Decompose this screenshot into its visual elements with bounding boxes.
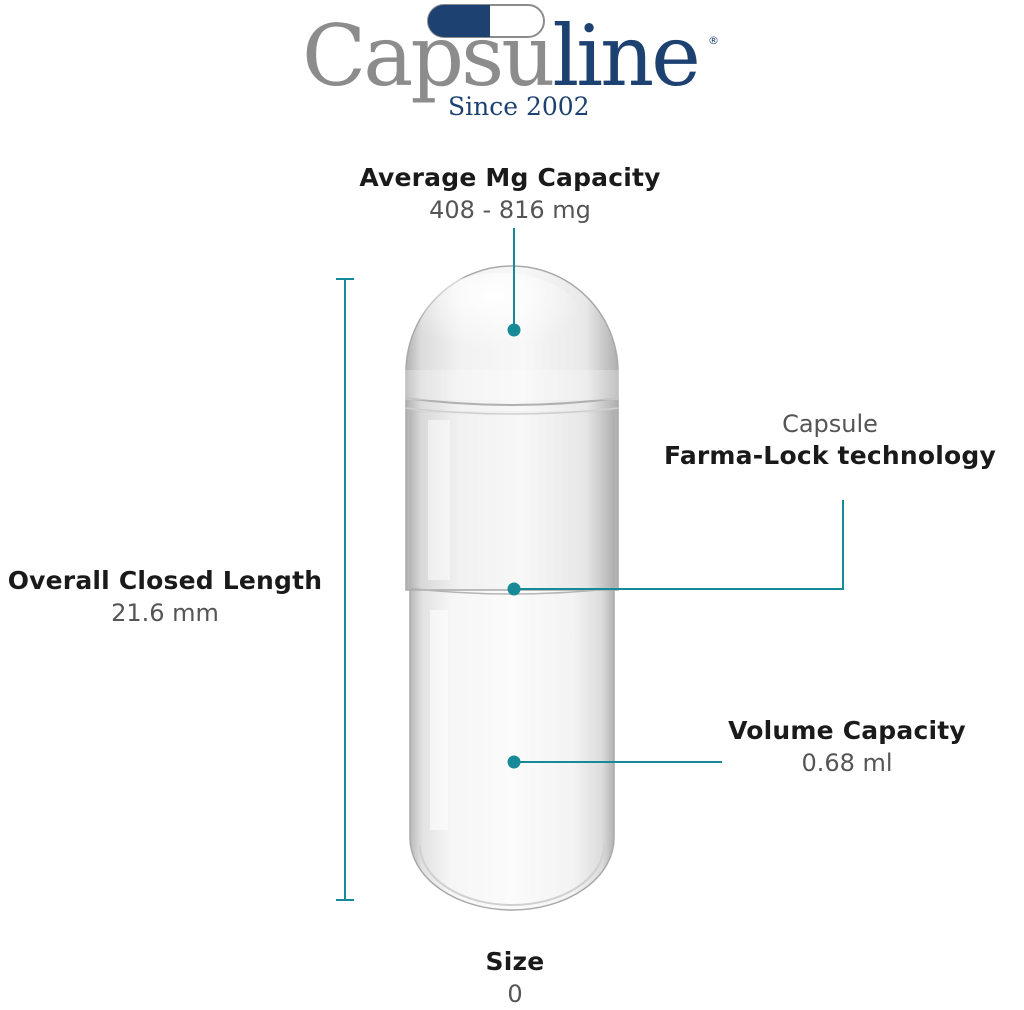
- farma-lock-label: Capsule Farma-Lock technology: [660, 408, 1000, 472]
- volume-callout: [507, 755, 722, 769]
- registered-mark: ®: [708, 34, 719, 47]
- overall-length-value: 21.6 mm: [111, 599, 219, 627]
- mg-capacity-callout: [507, 228, 521, 337]
- size-value: 0: [507, 980, 523, 1008]
- brand-wordmark-part-a: Capsu: [302, 7, 555, 105]
- brand-wordmark: Capsuline: [302, 6, 701, 106]
- length-dimension-line: [336, 278, 354, 901]
- farma-lock-subtitle: Capsule: [782, 410, 878, 438]
- capsule-logo-icon: [427, 4, 545, 38]
- mg-capacity-title: Average Mg Capacity: [359, 163, 661, 192]
- brand-logo: Capsuline ® Since 2002: [300, 0, 730, 130]
- farma-lock-title: Farma-Lock technology: [664, 441, 996, 470]
- capsule-cap: [404, 265, 620, 595]
- overall-length-label: Overall Closed Length 21.6 mm: [0, 565, 330, 629]
- overall-length-title: Overall Closed Length: [7, 566, 323, 595]
- volume-capacity-label: Volume Capacity 0.68 ml: [716, 715, 978, 779]
- size-label: Size 0: [440, 946, 590, 1010]
- volume-capacity-title: Volume Capacity: [728, 716, 966, 745]
- volume-capacity-value: 0.68 ml: [801, 749, 893, 777]
- mg-capacity-value: 408 - 816 mg: [429, 196, 591, 224]
- farma-lock-callout: [507, 500, 844, 596]
- brand-tagline: Since 2002: [448, 92, 590, 121]
- mg-capacity-label: Average Mg Capacity 408 - 816 mg: [350, 162, 670, 226]
- size-title: Size: [485, 947, 545, 976]
- brand-wordmark-part-b: line: [552, 7, 701, 105]
